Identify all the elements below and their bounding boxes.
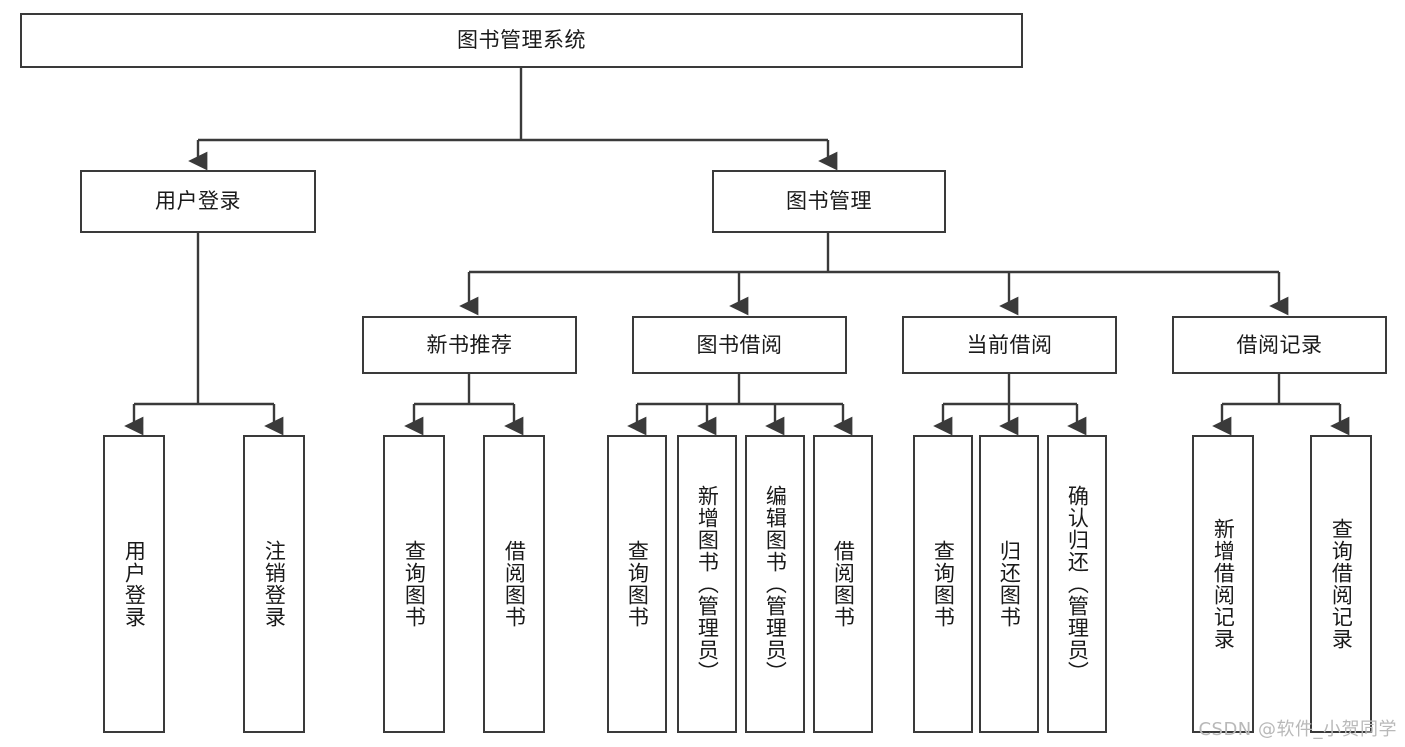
node-borrow-record[interactable]: 借阅记录: [1172, 316, 1387, 374]
node-label: 用户登录: [155, 189, 241, 214]
node-label: 查询借阅记录: [1329, 518, 1354, 650]
node-label: 借阅图书: [502, 540, 527, 628]
node-leaf-confirm-return-admin[interactable]: 确认归还（管理员）: [1047, 435, 1107, 733]
node-label: 查询图书: [402, 540, 427, 628]
node-label: 新书推荐: [426, 332, 513, 357]
node-label: 借阅记录: [1236, 332, 1323, 357]
node-label: 编辑图书（管理员）: [763, 485, 788, 683]
node-leaf-logout[interactable]: 注销登录: [243, 435, 305, 733]
node-new-book-recommend[interactable]: 新书推荐: [362, 316, 577, 374]
node-label: 图书管理系统: [457, 28, 586, 53]
node-label: 查询图书: [625, 540, 650, 628]
node-root-book-management-system[interactable]: 图书管理系统: [20, 13, 1023, 68]
node-label: 新增图书（管理员）: [695, 485, 720, 683]
node-leaf-edit-book-admin[interactable]: 编辑图书（管理员）: [745, 435, 805, 733]
node-leaf-search-borrow-record[interactable]: 查询借阅记录: [1310, 435, 1372, 733]
node-current-borrow[interactable]: 当前借阅: [902, 316, 1117, 374]
node-leaf-search-book-current[interactable]: 查询图书: [913, 435, 973, 733]
node-label: 新增借阅记录: [1211, 518, 1236, 650]
node-leaf-borrow-book[interactable]: 借阅图书: [813, 435, 873, 733]
node-label: 当前借阅: [966, 332, 1053, 357]
node-label: 借阅图书: [831, 540, 856, 628]
node-label: 用户登录: [122, 540, 147, 628]
node-book-management[interactable]: 图书管理: [712, 170, 946, 233]
node-leaf-search-book-recommend[interactable]: 查询图书: [383, 435, 445, 733]
node-leaf-borrow-book-recommend[interactable]: 借阅图书: [483, 435, 545, 733]
node-user-login[interactable]: 用户登录: [80, 170, 316, 233]
node-label: 图书借阅: [696, 332, 783, 357]
node-label: 归还图书: [997, 540, 1022, 628]
node-label: 查询图书: [931, 540, 956, 628]
node-leaf-add-book-admin[interactable]: 新增图书（管理员）: [677, 435, 737, 733]
csdn-watermark: CSDN @软件_小贺同学: [1198, 719, 1397, 740]
node-leaf-return-book[interactable]: 归还图书: [979, 435, 1039, 733]
node-label: 注销登录: [262, 540, 287, 628]
node-leaf-user-login[interactable]: 用户登录: [103, 435, 165, 733]
node-book-borrow[interactable]: 图书借阅: [632, 316, 847, 374]
node-label: 确认归还（管理员）: [1065, 485, 1090, 683]
node-label: 图书管理: [786, 189, 872, 214]
node-leaf-search-book[interactable]: 查询图书: [607, 435, 667, 733]
node-leaf-add-borrow-record[interactable]: 新增借阅记录: [1192, 435, 1254, 733]
